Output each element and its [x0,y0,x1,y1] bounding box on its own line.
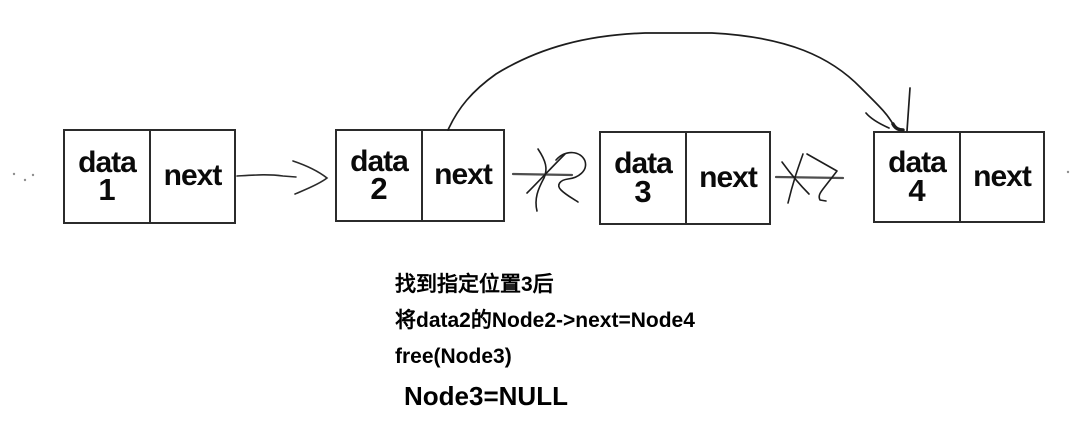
next-label: next [699,160,758,194]
annotation-line-1: 找到指定位置3后 [395,273,554,296]
node-4-data-cell: data 4 [875,133,959,221]
next-label: next [163,159,223,193]
annotation-line-2: 将data2的Node2->next=Node4 [395,309,695,332]
node-4-next-cell: next [959,133,1043,221]
node-2: data 2 next [335,129,505,222]
data-label: data [888,146,947,180]
node-1-next-cell: next [149,131,234,222]
crossed-link-node2-to-node3-icon [511,148,587,212]
next-label: next [434,158,493,192]
annotation-text: 找到指定位置3后 将data2的Node2->next=Node4 free(N… [395,274,695,424]
node-3-data-cell: data 3 [601,133,685,223]
annotation-line-3: free(Node3) [395,345,512,368]
data-number: 4 [908,172,926,208]
data-label: data [614,147,673,181]
node-3: data 3 next [599,131,771,225]
data-number: 3 [634,173,652,209]
node-2-data-cell: data 2 [337,131,421,220]
data-number: 2 [370,171,388,207]
node-2-next-cell: next [421,131,503,220]
annotation-line-4: Node3=NULL [404,381,568,411]
crossed-link-node3-to-node4-icon [774,153,845,204]
arrow-node1-to-node2-icon [236,160,329,195]
node-1: data 1 next [63,129,236,224]
data-label: data [78,145,137,179]
bypass-arrow-node2-to-node4-icon [447,32,911,132]
data-label: data [350,144,409,178]
next-label: next [973,159,1032,193]
node-1-data-cell: data 1 [65,131,149,222]
node-3-next-cell: next [685,133,769,223]
node-4: data 4 next [873,131,1045,223]
data-number: 1 [98,172,116,208]
